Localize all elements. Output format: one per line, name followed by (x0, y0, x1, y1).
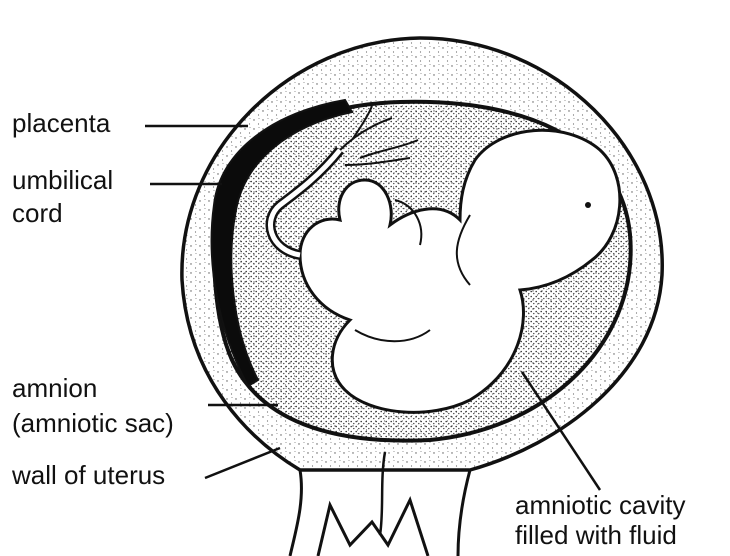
label-placenta: placenta (12, 108, 110, 139)
label-amniotic-sac: (amniotic sac) (12, 408, 174, 439)
label-cord: cord (12, 198, 63, 229)
label-wall-of-uterus: wall of uterus (12, 460, 165, 491)
label-umbilical: umbilical (12, 165, 113, 196)
label-amnion: amnion (12, 373, 97, 404)
label-amniotic-cavity: amniotic cavity (515, 490, 686, 521)
label-filled-with-fluid: filled with fluid (515, 520, 677, 551)
cervix (290, 470, 470, 556)
